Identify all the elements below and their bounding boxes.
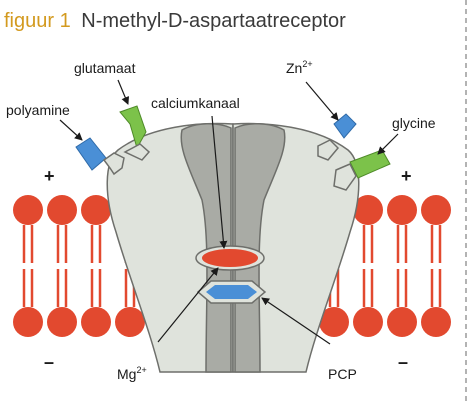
- pointer-lines: [59, 79, 399, 345]
- label-mg: Mg2+: [117, 365, 147, 382]
- label-pcp: PCP: [328, 366, 357, 382]
- lipid-head-upper: [353, 195, 383, 225]
- mg-pointer: [157, 267, 219, 343]
- lipid-head-upper: [387, 195, 417, 225]
- glutamaat-site: [119, 105, 151, 161]
- title-text: N-methyl-D-aspartaatreceptor: [81, 10, 346, 32]
- zn-pocket: [317, 139, 340, 161]
- lipid-head-upper: [13, 195, 43, 225]
- label-glutamaat: glutamaat: [74, 60, 136, 76]
- glutamaat-pocket: [123, 143, 151, 161]
- charge-top-right: +: [401, 166, 412, 186]
- lipid-head-upper: [81, 195, 111, 225]
- polyamine-pointer: [59, 119, 83, 141]
- lipid-head-lower: [387, 307, 417, 337]
- lipid-head-upper: [421, 195, 451, 225]
- lipid-head-lower: [353, 307, 383, 337]
- pcp-site: [206, 285, 257, 299]
- label-calciumkanaal: calciumkanaal: [151, 95, 240, 111]
- lipid-head-lower: [115, 307, 145, 337]
- zn-pointer: [305, 81, 339, 121]
- glycine-site: [333, 149, 391, 191]
- polyamine-pocket: [102, 152, 125, 176]
- lipid-head-lower: [47, 307, 77, 337]
- lipid-head-upper: [47, 195, 77, 225]
- lipid-head-lower: [13, 307, 43, 337]
- charge-bottom-left: –: [44, 352, 54, 372]
- glutamaat-pointer: [117, 79, 129, 105]
- lipid-head-lower: [421, 307, 451, 337]
- zn-site: [317, 113, 357, 161]
- title-prefix: figuur 1: [4, 10, 71, 32]
- label-polyamine: polyamine: [6, 102, 70, 118]
- mg-charge: 2+: [136, 365, 146, 375]
- lipid-head-lower: [81, 307, 111, 337]
- calciumkanaal-pointer: [211, 115, 228, 249]
- mg-symbol: Mg: [117, 366, 136, 382]
- glycine-pocket: [333, 163, 357, 191]
- lipid-head-lower: [319, 307, 349, 337]
- charge-top-left: +: [44, 166, 55, 186]
- label-glycine: glycine: [392, 115, 436, 131]
- polyamine-site: [75, 137, 125, 176]
- channel-right-subunit: [234, 123, 286, 373]
- zn-charge: 2+: [302, 59, 312, 69]
- glycine-pointer: [377, 133, 399, 155]
- pcp-pointer: [261, 297, 331, 345]
- label-zn: Zn2+: [286, 59, 313, 76]
- figure-title: figuur 1 N-methyl-D-aspartaatreceptor: [4, 10, 346, 32]
- charge-bottom-right: –: [398, 352, 408, 372]
- mg-ion: [202, 249, 258, 267]
- zn-symbol: Zn: [286, 60, 302, 76]
